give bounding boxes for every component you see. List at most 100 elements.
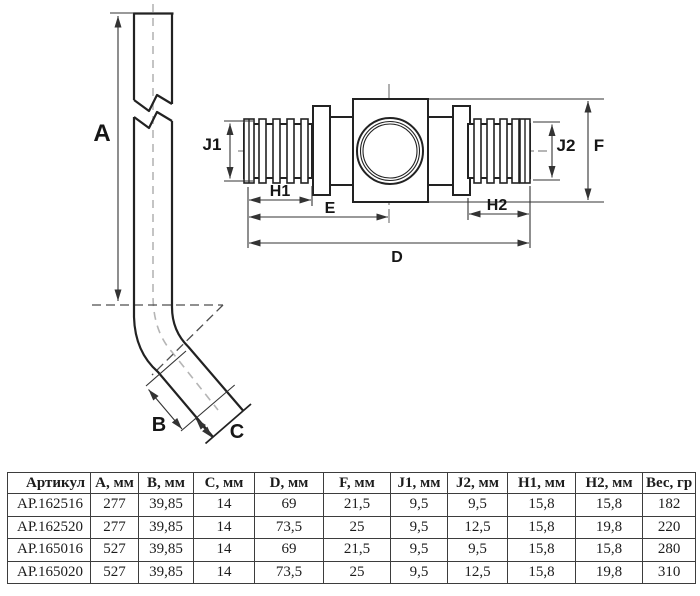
article-cell: АР.165016 <box>7 538 91 562</box>
value-cell: 9,5 <box>447 493 508 517</box>
construction-line-diagonal <box>151 304 224 376</box>
left-barb-rib <box>258 118 267 184</box>
pipe-break-upper <box>133 93 173 113</box>
value-cell: 9,5 <box>390 493 448 517</box>
value-cell: 15,8 <box>575 538 643 562</box>
pipe-end-face <box>204 403 252 445</box>
value-cell: 15,8 <box>507 493 576 517</box>
value-cell: 21,5 <box>323 493 391 517</box>
dim-j2-extension <box>533 121 560 181</box>
col-header-2: B, мм <box>138 472 194 494</box>
col-header-4: D, мм <box>254 472 324 494</box>
value-cell: 14 <box>193 560 255 584</box>
value-cell: 15,8 <box>507 515 576 539</box>
value-cell: 9,5 <box>390 515 448 539</box>
dim-label-j2: J2 <box>557 136 576 155</box>
col-header-1: A, мм <box>90 472 139 494</box>
branch-opening-ring <box>359 120 421 182</box>
right-barb-rib <box>486 118 495 184</box>
value-cell: 39,85 <box>138 538 194 562</box>
col-header-3: C, мм <box>193 472 255 494</box>
col-header-7: J2, мм <box>447 472 508 494</box>
right-barb-rib <box>473 118 482 184</box>
dim-bc-extension-mid <box>180 384 236 432</box>
dim-c-line <box>195 418 213 438</box>
left-barb-rib <box>286 118 295 184</box>
value-cell: 220 <box>641 515 697 539</box>
col-header-0: Артикул <box>7 472 91 494</box>
value-cell: 527 <box>90 560 139 584</box>
value-cell: 527 <box>90 538 139 562</box>
dim-label-b: B <box>152 414 166 436</box>
left-collar <box>312 105 331 196</box>
value-cell: 39,85 <box>138 560 194 584</box>
right-barb-rib <box>499 118 508 184</box>
col-header-6: J1, мм <box>390 472 448 494</box>
value-cell: 39,85 <box>138 515 194 539</box>
dim-j1-extension <box>224 120 253 182</box>
pipe-elbow-drawing: A B C <box>92 4 252 445</box>
dim-label-f: F <box>594 136 604 155</box>
dim-f-extension <box>429 98 604 203</box>
dim-label-h1: H1 <box>270 183 291 200</box>
value-cell: 69 <box>254 538 324 562</box>
col-header-10: Вес, гр <box>641 472 697 494</box>
dim-label-c: C <box>230 421 244 443</box>
dim-label-h2: H2 <box>487 197 508 214</box>
pipe-centerline <box>152 4 219 411</box>
tee-fitting-drawing: J1 J2 F H1 E H2 D <box>203 84 604 266</box>
right-barb-rib <box>511 118 520 184</box>
value-cell: 19,8 <box>575 560 643 584</box>
article-cell: АР.162520 <box>7 515 91 539</box>
technical-drawing-canvas: A B C <box>92 4 604 445</box>
dim-b-extension-start <box>145 350 187 387</box>
value-cell: 69 <box>254 493 324 517</box>
value-cell: 277 <box>90 493 139 517</box>
pipe-right-wall-lower <box>170 121 244 412</box>
col-header-8: H1, мм <box>507 472 576 494</box>
value-cell: 73,5 <box>254 560 324 584</box>
dim-label-e: E <box>325 200 336 217</box>
dim-label-a: A <box>93 120 110 147</box>
left-barb-rib <box>272 118 281 184</box>
left-tube <box>329 116 354 186</box>
value-cell: 14 <box>193 515 255 539</box>
value-cell: 12,5 <box>447 560 508 584</box>
left-barb-rib <box>300 118 309 184</box>
col-header-5: F, мм <box>323 472 391 494</box>
value-cell: 9,5 <box>390 538 448 562</box>
value-cell: 73,5 <box>254 515 324 539</box>
col-header-9: H2, мм <box>575 472 643 494</box>
pipe-break-lower <box>133 110 173 130</box>
value-cell: 15,8 <box>575 493 643 517</box>
value-cell: 182 <box>641 493 697 517</box>
value-cell: 9,5 <box>447 538 508 562</box>
value-cell: 19,8 <box>575 515 643 539</box>
dim-b-line <box>148 389 183 430</box>
branch-opening-outer <box>356 117 424 185</box>
dim-label-d: D <box>391 249 403 266</box>
value-cell: 25 <box>323 515 391 539</box>
value-cell: 15,8 <box>507 538 576 562</box>
right-tube <box>427 116 456 186</box>
value-cell: 14 <box>193 493 255 517</box>
value-cell: 25 <box>323 560 391 584</box>
value-cell: 310 <box>641 560 697 584</box>
value-cell: 21,5 <box>323 538 391 562</box>
value-cell: 39,85 <box>138 493 194 517</box>
value-cell: 280 <box>641 538 697 562</box>
dim-label-j1: J1 <box>203 135 222 154</box>
pipe-left-wall-lower <box>132 117 214 438</box>
branch-opening-inner <box>362 123 418 179</box>
value-cell: 9,5 <box>390 560 448 584</box>
value-cell: 12,5 <box>447 515 508 539</box>
article-cell: АР.162516 <box>7 493 91 517</box>
